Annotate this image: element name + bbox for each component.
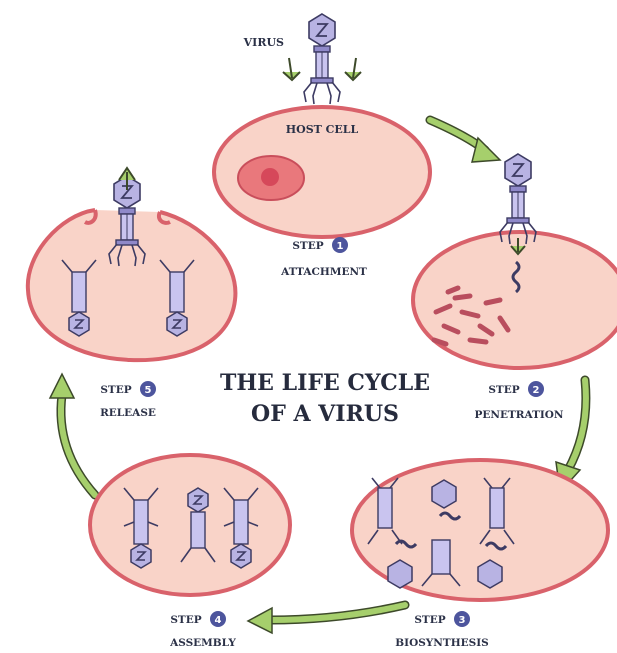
step-name: ATTACHMENT: [280, 266, 367, 278]
arrow-step3-to-step4: [248, 605, 405, 633]
step-word: STEP: [414, 614, 445, 626]
step3-biosynthesis-cell: [352, 460, 608, 600]
step4-label: STEP 4 ASSEMBLY: [169, 611, 236, 649]
step-word: STEP: [292, 240, 323, 252]
step-number: 5: [145, 385, 152, 396]
step1-label: STEP 1 ATTACHMENT: [280, 237, 367, 278]
step-number: 1: [337, 241, 344, 252]
host-cell-label: HOST CELL: [286, 123, 359, 136]
arrow-step4-to-step5: [50, 374, 95, 495]
step-name: BIOSYNTHESIS: [395, 637, 488, 649]
arrow-step1-to-step2: [430, 120, 500, 162]
step4-assembly-cell: [90, 455, 290, 595]
diagram-title-line1: THE LIFE CYCLE: [220, 370, 430, 396]
virus-icon: [304, 14, 340, 104]
nucleolus: [261, 168, 279, 186]
virus-label: VIRUS: [243, 36, 284, 49]
step-word: STEP: [100, 384, 131, 396]
arrow-down-icon: [283, 58, 300, 80]
arrow-down-icon: [345, 58, 361, 80]
diagram-title-line2: OF A VIRUS: [251, 401, 399, 427]
step-number: 3: [459, 615, 466, 626]
step3-label: STEP 3 BIOSYNTHESIS: [395, 611, 488, 649]
step5-label: STEP 5 RELEASE: [100, 381, 156, 419]
step2-label: STEP 2 PENETRATION: [474, 381, 563, 421]
step2-penetration-cell: [413, 154, 617, 368]
step-word: STEP: [488, 384, 519, 396]
step-name: PENETRATION: [474, 409, 563, 421]
step5-release-cell: [28, 168, 236, 360]
step-number: 4: [215, 615, 222, 626]
step-word: STEP: [170, 614, 201, 626]
step-name: ASSEMBLY: [169, 637, 236, 649]
step1-attachment-cell: VIRUS HOST CELL: [214, 14, 430, 237]
step-number: 2: [533, 385, 540, 396]
step-name: RELEASE: [100, 407, 156, 419]
